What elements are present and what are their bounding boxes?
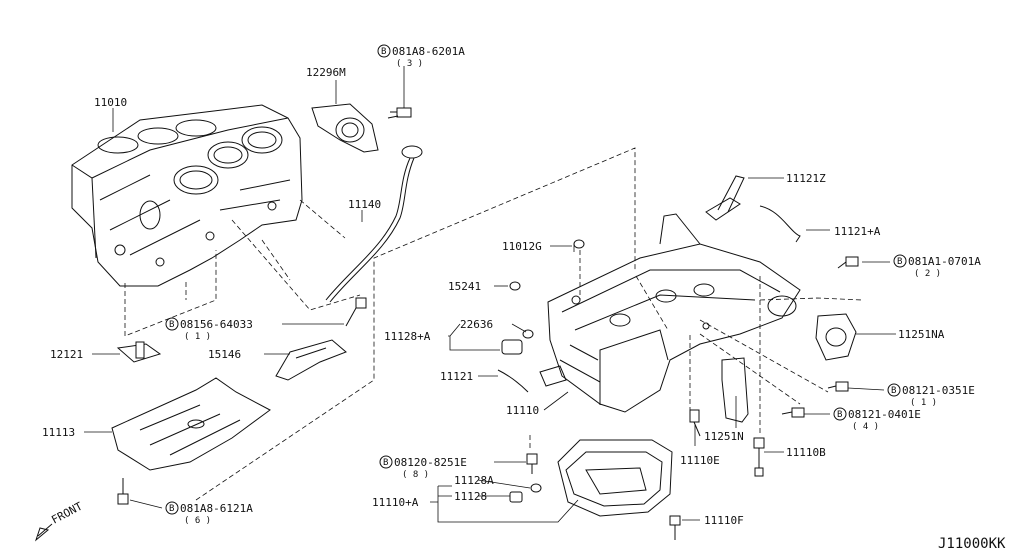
label-11110-plus-A: 11110+A (372, 496, 419, 509)
bolt-marker-icon (833, 407, 847, 421)
qty-08120-8251E: ( 8 ) (402, 470, 429, 480)
bolt-marker: B (383, 458, 388, 468)
qty-08121-0351E: ( 1 ) (910, 398, 937, 408)
bolt-08121-0401E (781, 407, 805, 418)
dipstick-11140 (325, 145, 423, 303)
label-08121-0351E: 08121-0351E (902, 384, 975, 397)
bolt-marker: B (897, 257, 902, 267)
cylinder-block-11010 (71, 104, 303, 287)
bolt-marker-icon (377, 44, 391, 58)
label-15146: 15146 (208, 348, 241, 361)
label-11251NA: 11251NA (898, 328, 945, 341)
label-081A1-0701A: 081A1-0701A (908, 255, 981, 268)
label-11251N: 11251N (704, 430, 744, 443)
qty-081A8-6121A: ( 6 ) (184, 516, 211, 526)
bolt-11110F (669, 515, 681, 540)
bolt-marker: B (837, 410, 842, 420)
label-08121-0401E: 08121-0401E (848, 408, 921, 421)
label-11012G: 11012G (502, 240, 542, 253)
bolt-11110B (753, 437, 765, 477)
label-15241: 15241 (448, 280, 481, 293)
bolt-081A8-6121A (117, 478, 129, 505)
label-11010: 11010 (94, 96, 127, 109)
pipe-11121 (497, 369, 529, 393)
bolt-081A8-6201A (387, 107, 412, 119)
bolt-marker: B (169, 320, 174, 330)
bolt-marker-icon (165, 317, 179, 331)
qty-08121-0401E: ( 4 ) (852, 422, 879, 432)
front-label: FRONT (49, 499, 85, 526)
label-11110B: 11110B (786, 446, 826, 459)
bolt-marker-icon (887, 383, 901, 397)
cover-11251N (721, 357, 749, 423)
baffle-plate-11113 (111, 377, 271, 471)
label-11128A: 11128A (454, 474, 494, 487)
clip-11121-plus-A (759, 205, 801, 243)
front-arrow (34, 523, 53, 542)
bolt-08156-64033 (345, 297, 367, 327)
bolt-marker-icon (379, 455, 393, 469)
diagram-code: J11000KK (938, 536, 1006, 552)
label-08120-8251E: 08120-8251E (394, 456, 467, 469)
label-12121: 12121 (50, 348, 83, 361)
label-22636: 22636 (460, 318, 493, 331)
label-11121-plus-A: 11121+A (834, 225, 881, 238)
label-11140: 11140 (348, 198, 381, 211)
oil-pan-upper-11110 (539, 213, 801, 413)
bolt-marker-icon (893, 254, 907, 268)
qty-08156-64033: ( 1 ) (184, 332, 211, 342)
label-11121: 11121 (440, 370, 473, 383)
strainer-15146 (275, 339, 347, 381)
seal-retainer-12296M (311, 103, 379, 153)
baffle-12121 (116, 341, 162, 363)
bolt-08120-8251E (526, 453, 538, 474)
qty-081A1-0701A: ( 2 ) (914, 269, 941, 279)
label-08156-64033: 08156-64033 (180, 318, 253, 331)
label-11110: 11110 (506, 404, 539, 417)
oil-pan-lower-11110-plus-A (557, 439, 673, 517)
label-11110E: 11110E (680, 454, 720, 467)
bolt-marker: B (381, 47, 386, 57)
sensor-15241 (509, 281, 521, 291)
label-11128-plus-A: 11128+A (384, 330, 431, 343)
bolt-marker-icon (165, 501, 179, 515)
plug-11012G (573, 239, 585, 249)
label-11110F: 11110F (704, 514, 744, 527)
bracket-11121Z (705, 175, 745, 221)
bolt-marker: B (891, 386, 896, 396)
washer-11128A (530, 483, 542, 493)
gasket-11251NA (815, 313, 857, 361)
label-081A8-6201A: 081A8-6201A (392, 45, 465, 58)
label-11113: 11113 (42, 426, 75, 439)
bolt-08121-0351E (827, 381, 849, 392)
label-11128: 11128 (454, 490, 487, 503)
label-12296M: 12296M (306, 66, 346, 79)
qty-081A8-6201A: ( 3 ) (396, 59, 423, 69)
bolt-marker: B (169, 504, 174, 514)
label-081A8-6121A: 081A8-6121A (180, 502, 253, 515)
sensor-22636 (501, 329, 534, 355)
drain-plug-11128 (509, 491, 523, 503)
label-11121Z: 11121Z (786, 172, 826, 185)
bolt-081A1-0701A (837, 256, 859, 269)
